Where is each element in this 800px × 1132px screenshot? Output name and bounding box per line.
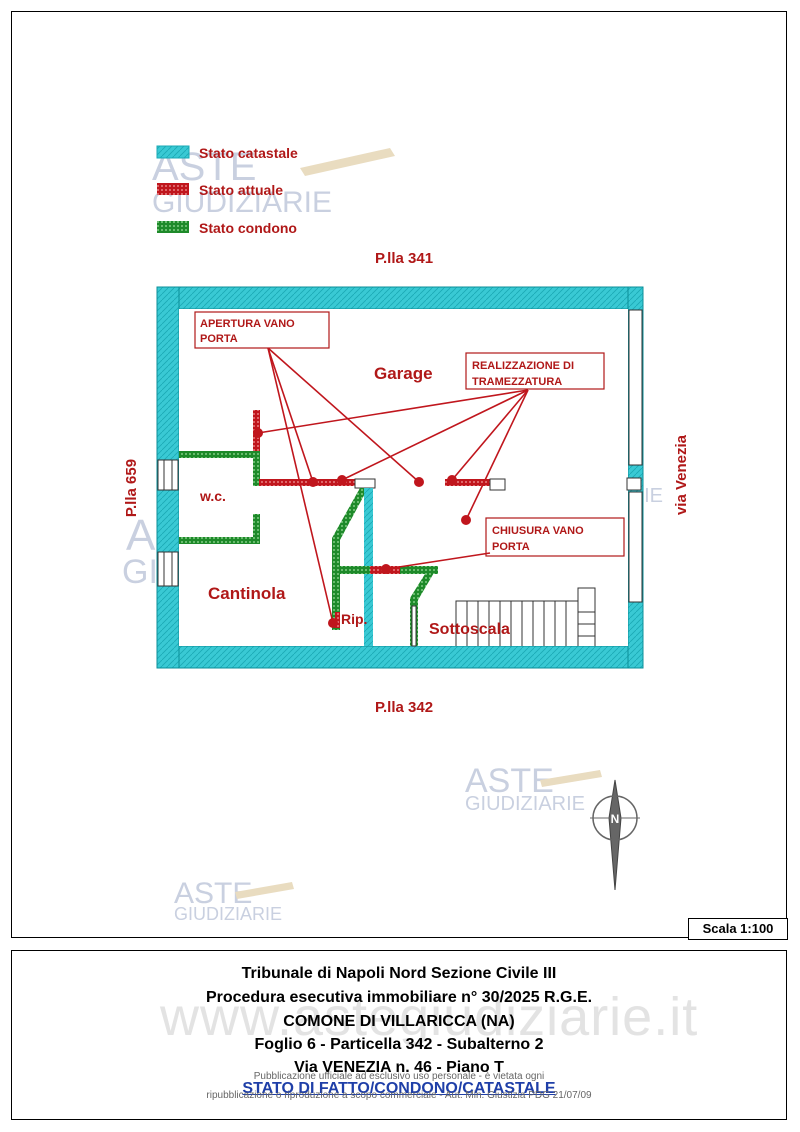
publication-note-line1: Pubblicazione ufficiale ad esclusivo uso… xyxy=(253,1071,545,1082)
staircase xyxy=(455,587,596,646)
title-line-6: STATO DI FATTO/CONDONO/CATASTALE xyxy=(242,1080,556,1097)
gavel-icon xyxy=(235,882,294,899)
room-wc-label: w.c. xyxy=(199,488,226,504)
room-sottoscala-label: Sottoscala xyxy=(429,621,510,638)
title-line-1: Tribunale di Napoli Nord Sezione Civile … xyxy=(241,965,557,982)
legend-label-condono: Stato condono xyxy=(199,220,297,236)
annotation-apertura: APERTURA VANO PORTA xyxy=(194,311,330,349)
annotation-chiusura: CHIUSURA VANO PORTA xyxy=(485,517,625,557)
watermark-url: www.astegiudiziarie.it xyxy=(160,987,699,1047)
neighbor-top-label: P.lla 341 xyxy=(375,250,433,267)
room-garage-label: Garage xyxy=(374,364,433,383)
title-block-frame xyxy=(11,950,787,1120)
watermark-bottom-left: ASTE GIUDIZIARIE xyxy=(174,877,294,924)
gavel-icon xyxy=(300,148,395,176)
note-chiusura-line2: PORTA xyxy=(492,541,530,553)
neighbor-bottom-label: P.lla 342 xyxy=(375,699,433,716)
note-apertura-line2: PORTA xyxy=(200,333,238,345)
title-line-4: Foglio 6 - Particella 342 - Subalterno 2 xyxy=(254,1036,544,1053)
legend: Stato catastale Stato attuale Stato cond… xyxy=(156,145,298,236)
annotation-realizzazione: REALIZZAZIONE DI TRAMEZZATURA xyxy=(465,352,605,390)
watermark-bottom-right: ASTE GIUDIZIARIE xyxy=(465,762,602,815)
legend-swatch-attuale xyxy=(157,183,189,195)
room-cantinola-label: Cantinola xyxy=(208,584,286,603)
watermark-giudiziarie-5: GIUDIZIARIE xyxy=(465,793,585,815)
gavel-icon xyxy=(540,770,602,787)
leader-lines xyxy=(257,347,529,624)
note-realizzazione-line1: REALIZZAZIONE DI xyxy=(472,360,574,372)
note-apertura-line1: APERTURA VANO xyxy=(200,318,295,330)
scale-label: Scala 1:100 xyxy=(688,918,788,940)
legend-label-attuale: Stato attuale xyxy=(199,182,283,198)
watermark-aste-5: ASTE xyxy=(465,762,554,800)
compass-north-label: N xyxy=(611,812,620,826)
neighbor-left-label: P.lla 659 xyxy=(123,459,140,517)
legend-swatch-catastale xyxy=(156,145,190,159)
watermark-top-left: ASTE GIUDIZIARIE xyxy=(152,145,395,219)
title-line-2: Procedura esecutiva immobiliare n° 30/20… xyxy=(205,989,593,1006)
title-line-5: Via VENEZIA n. 46 - Piano T xyxy=(294,1059,504,1076)
watermark-giudiziarie-6: GIUDIZIARIE xyxy=(174,904,282,924)
note-realizzazione-line2: TRAMEZZATURA xyxy=(472,376,562,388)
room-rip-label: Rip. xyxy=(341,611,367,627)
legend-label-catastale: Stato catastale xyxy=(199,145,298,161)
legend-swatch-condono xyxy=(157,221,189,233)
note-chiusura-line1: CHIUSURA VANO xyxy=(492,525,584,537)
title-line-3: COMONE DI VILLARICCA (NA) xyxy=(283,1013,515,1030)
drawing-frame xyxy=(11,11,787,938)
leader-dots xyxy=(253,428,471,628)
publication-note-line2: ripubblicazione o riproduzione a scopo c… xyxy=(206,1090,592,1101)
compass-icon: N xyxy=(590,779,640,891)
neighbor-right-label: via Venezia xyxy=(673,434,690,515)
